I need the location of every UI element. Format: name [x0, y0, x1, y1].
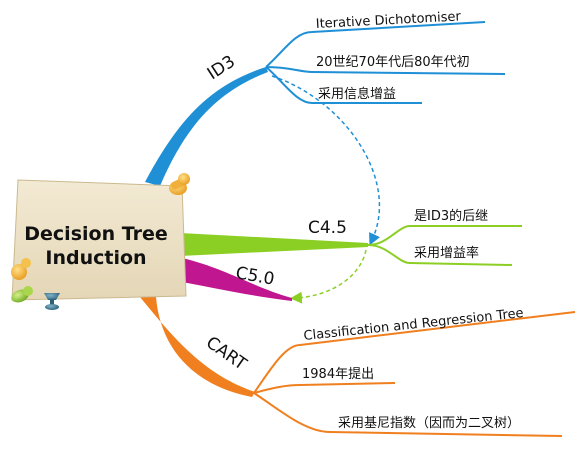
- id3-label: ID3: [204, 52, 239, 85]
- pushpin-icon: [44, 293, 60, 310]
- c45-connector: [180, 233, 368, 256]
- root-title-line1: Decision Tree: [24, 223, 167, 245]
- root-node[interactable]: Decision Tree Induction: [9, 173, 190, 310]
- c45-leaf-1: 是ID3的后继: [414, 208, 488, 224]
- cart-leaf-3: 采用基尼指数（因而为二叉树）: [338, 416, 520, 431]
- c45-leaf-lines: [367, 225, 522, 266]
- id3-to-c45-relation: [271, 75, 381, 246]
- id3-leaf-3: 采用信息增益: [318, 86, 396, 102]
- c45-leaf-2: 采用增益率: [414, 245, 479, 261]
- root-title-line2: Induction: [45, 247, 146, 269]
- id3-connector: [145, 67, 268, 186]
- cart-connector: [140, 297, 255, 397]
- c45-label: C4.5: [308, 218, 347, 238]
- cart-leaf-2: 1984年提出: [302, 366, 374, 382]
- id3-leaf-1: Iterative Dichotomiser: [315, 9, 461, 32]
- branch-cart[interactable]: CART Classification and Regression Tree …: [140, 297, 576, 437]
- cart-leaf-lines: [253, 311, 576, 437]
- id3-leaf-lines: [265, 21, 506, 104]
- c50-connector: [182, 258, 292, 301]
- cart-leaf-1: Classification and Regression Tree: [303, 306, 524, 344]
- id3-leaf-2: 20世纪70年代后80年代初: [316, 55, 470, 70]
- pushpin-icon: [169, 173, 190, 195]
- c45-to-c50-relation: [290, 249, 367, 304]
- pushpin-icon: [11, 286, 33, 303]
- branch-c45[interactable]: C4.5 是ID3的后继 采用增益率: [180, 208, 522, 266]
- root-paper: [11, 179, 187, 301]
- branch-c50[interactable]: C5.0: [182, 258, 292, 301]
- pushpin-icon: [11, 258, 31, 280]
- branch-id3[interactable]: ID3 Iterative Dichotomiser 20世纪70年代后80年代…: [145, 9, 506, 186]
